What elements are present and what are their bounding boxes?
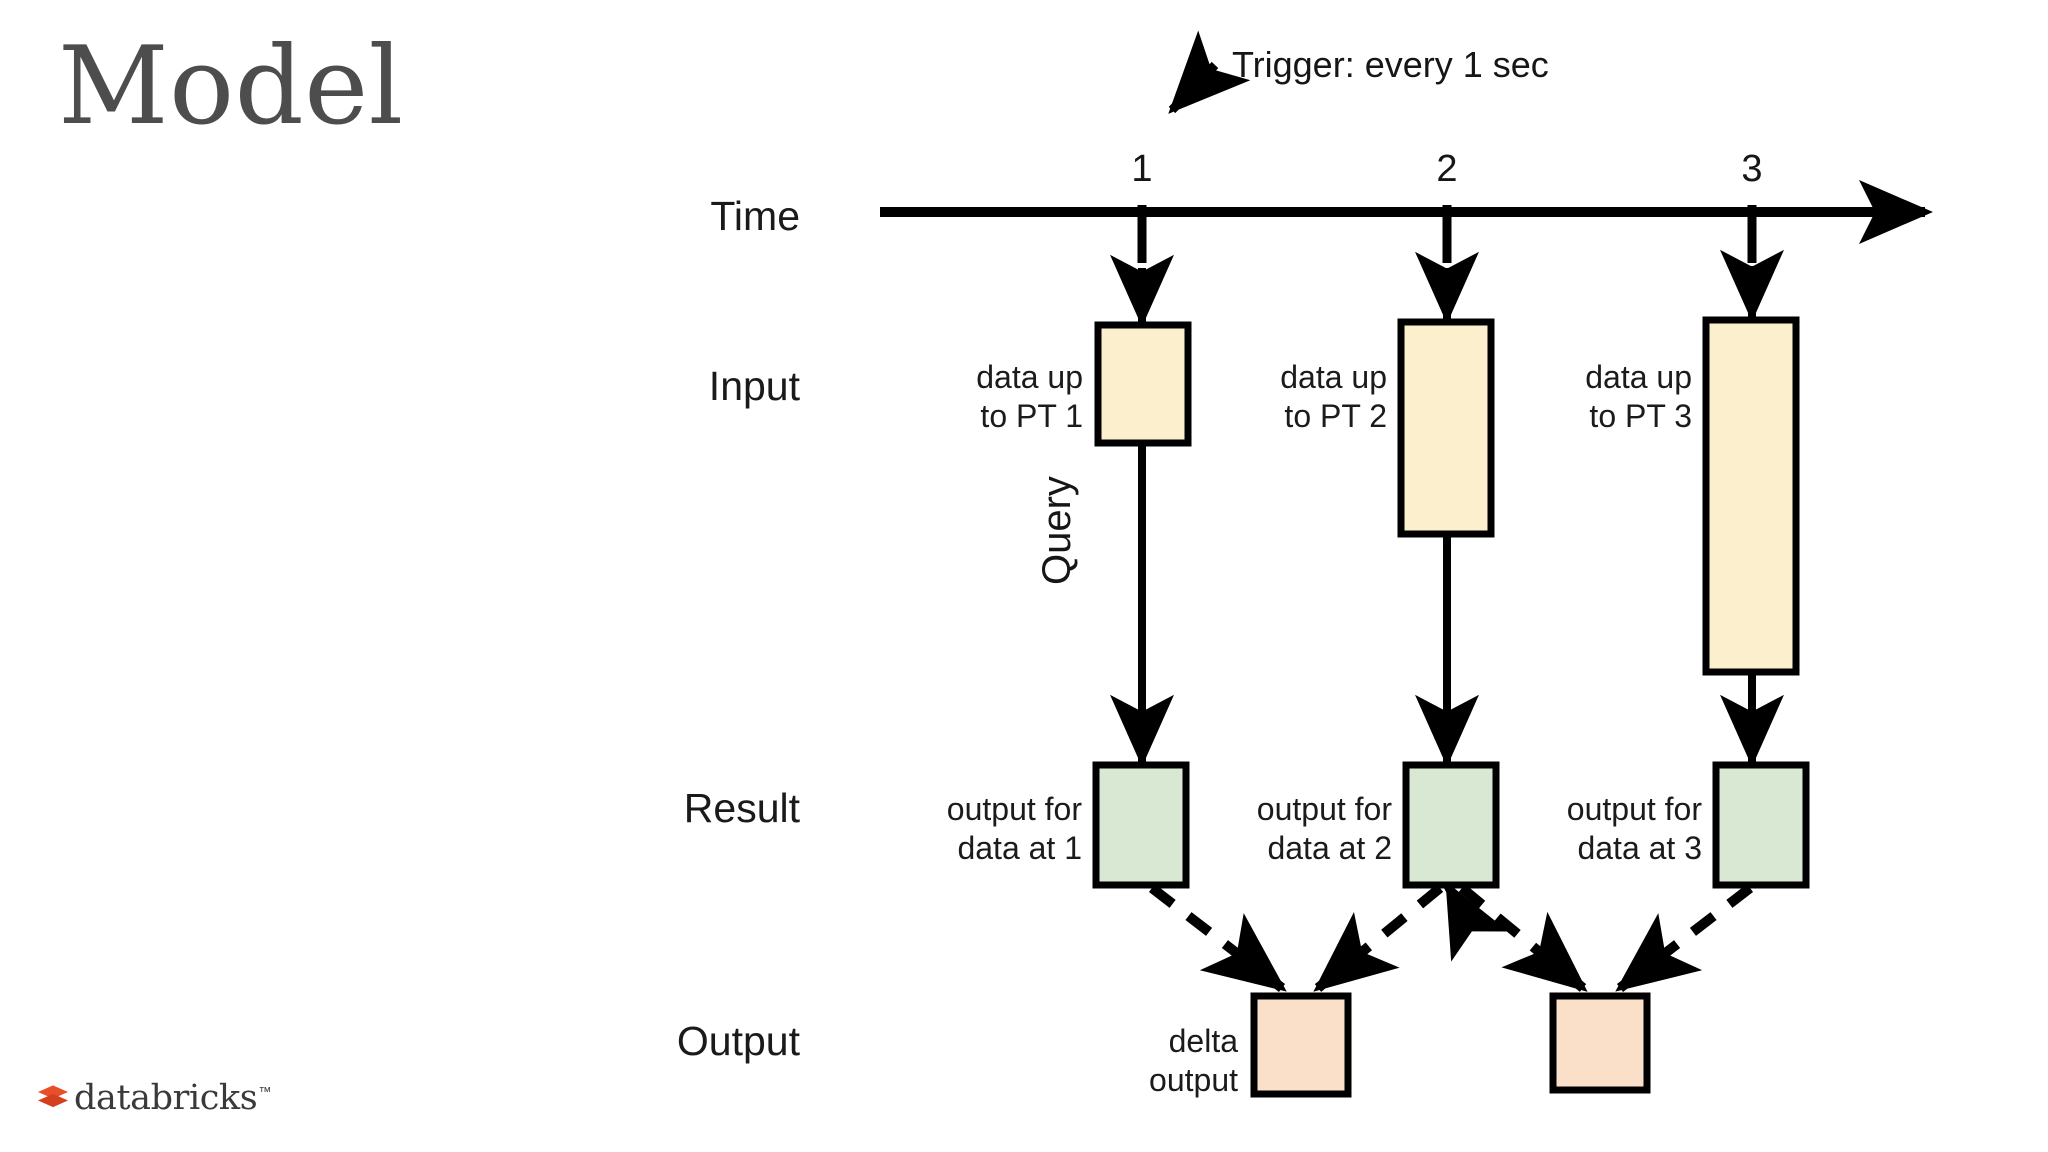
trigger-arrow-icon bbox=[1168, 30, 1251, 114]
row-label-time: Time bbox=[710, 193, 800, 239]
row-label-output: Output bbox=[676, 1018, 800, 1064]
input-box-1 bbox=[1094, 321, 1192, 447]
axis-tick-label-1: 1 bbox=[1131, 148, 1153, 190]
databricks-logo: databricks™ bbox=[36, 1078, 271, 1118]
output-box-2 bbox=[1549, 992, 1651, 1094]
result-caption-2: output for data at 2 bbox=[1256, 791, 1392, 867]
result-box-1 bbox=[1092, 761, 1190, 889]
axis-tick-label-3: 3 bbox=[1741, 148, 1763, 190]
time-axis bbox=[880, 179, 1934, 253]
trigger-annotation: Trigger: every 1 sec bbox=[1232, 44, 1549, 85]
result-box-2 bbox=[1402, 761, 1500, 889]
tick-to-input-arrows bbox=[1110, 249, 1784, 327]
input-caption-1: data up to PT 1 bbox=[976, 359, 1083, 435]
databricks-wordmark: databricks™ bbox=[74, 1077, 271, 1118]
input-caption-2: data up to PT 2 bbox=[1280, 359, 1387, 435]
result-box-3 bbox=[1712, 761, 1810, 889]
query-label: Query bbox=[1035, 476, 1079, 585]
query-arrows bbox=[1110, 443, 1784, 767]
databricks-wordmark-text: databricks bbox=[74, 1077, 258, 1118]
delta-output-caption: delta output bbox=[1149, 1023, 1238, 1099]
result-caption-3: output for data at 3 bbox=[1566, 791, 1702, 867]
output-box-1 bbox=[1250, 992, 1352, 1098]
row-label-result: Result bbox=[683, 785, 800, 831]
delta-arrows bbox=[1148, 881, 1754, 992]
axis-tick-label-2: 2 bbox=[1436, 148, 1458, 190]
page-title: Model bbox=[58, 24, 404, 149]
trademark-symbol: ™ bbox=[258, 1083, 271, 1099]
input-caption-3: data up to PT 3 bbox=[1585, 359, 1692, 435]
input-box-3 bbox=[1702, 316, 1800, 676]
row-label-input: Input bbox=[708, 363, 800, 409]
result-caption-1: output for data at 1 bbox=[946, 791, 1082, 867]
databricks-logo-mark bbox=[38, 1085, 68, 1108]
